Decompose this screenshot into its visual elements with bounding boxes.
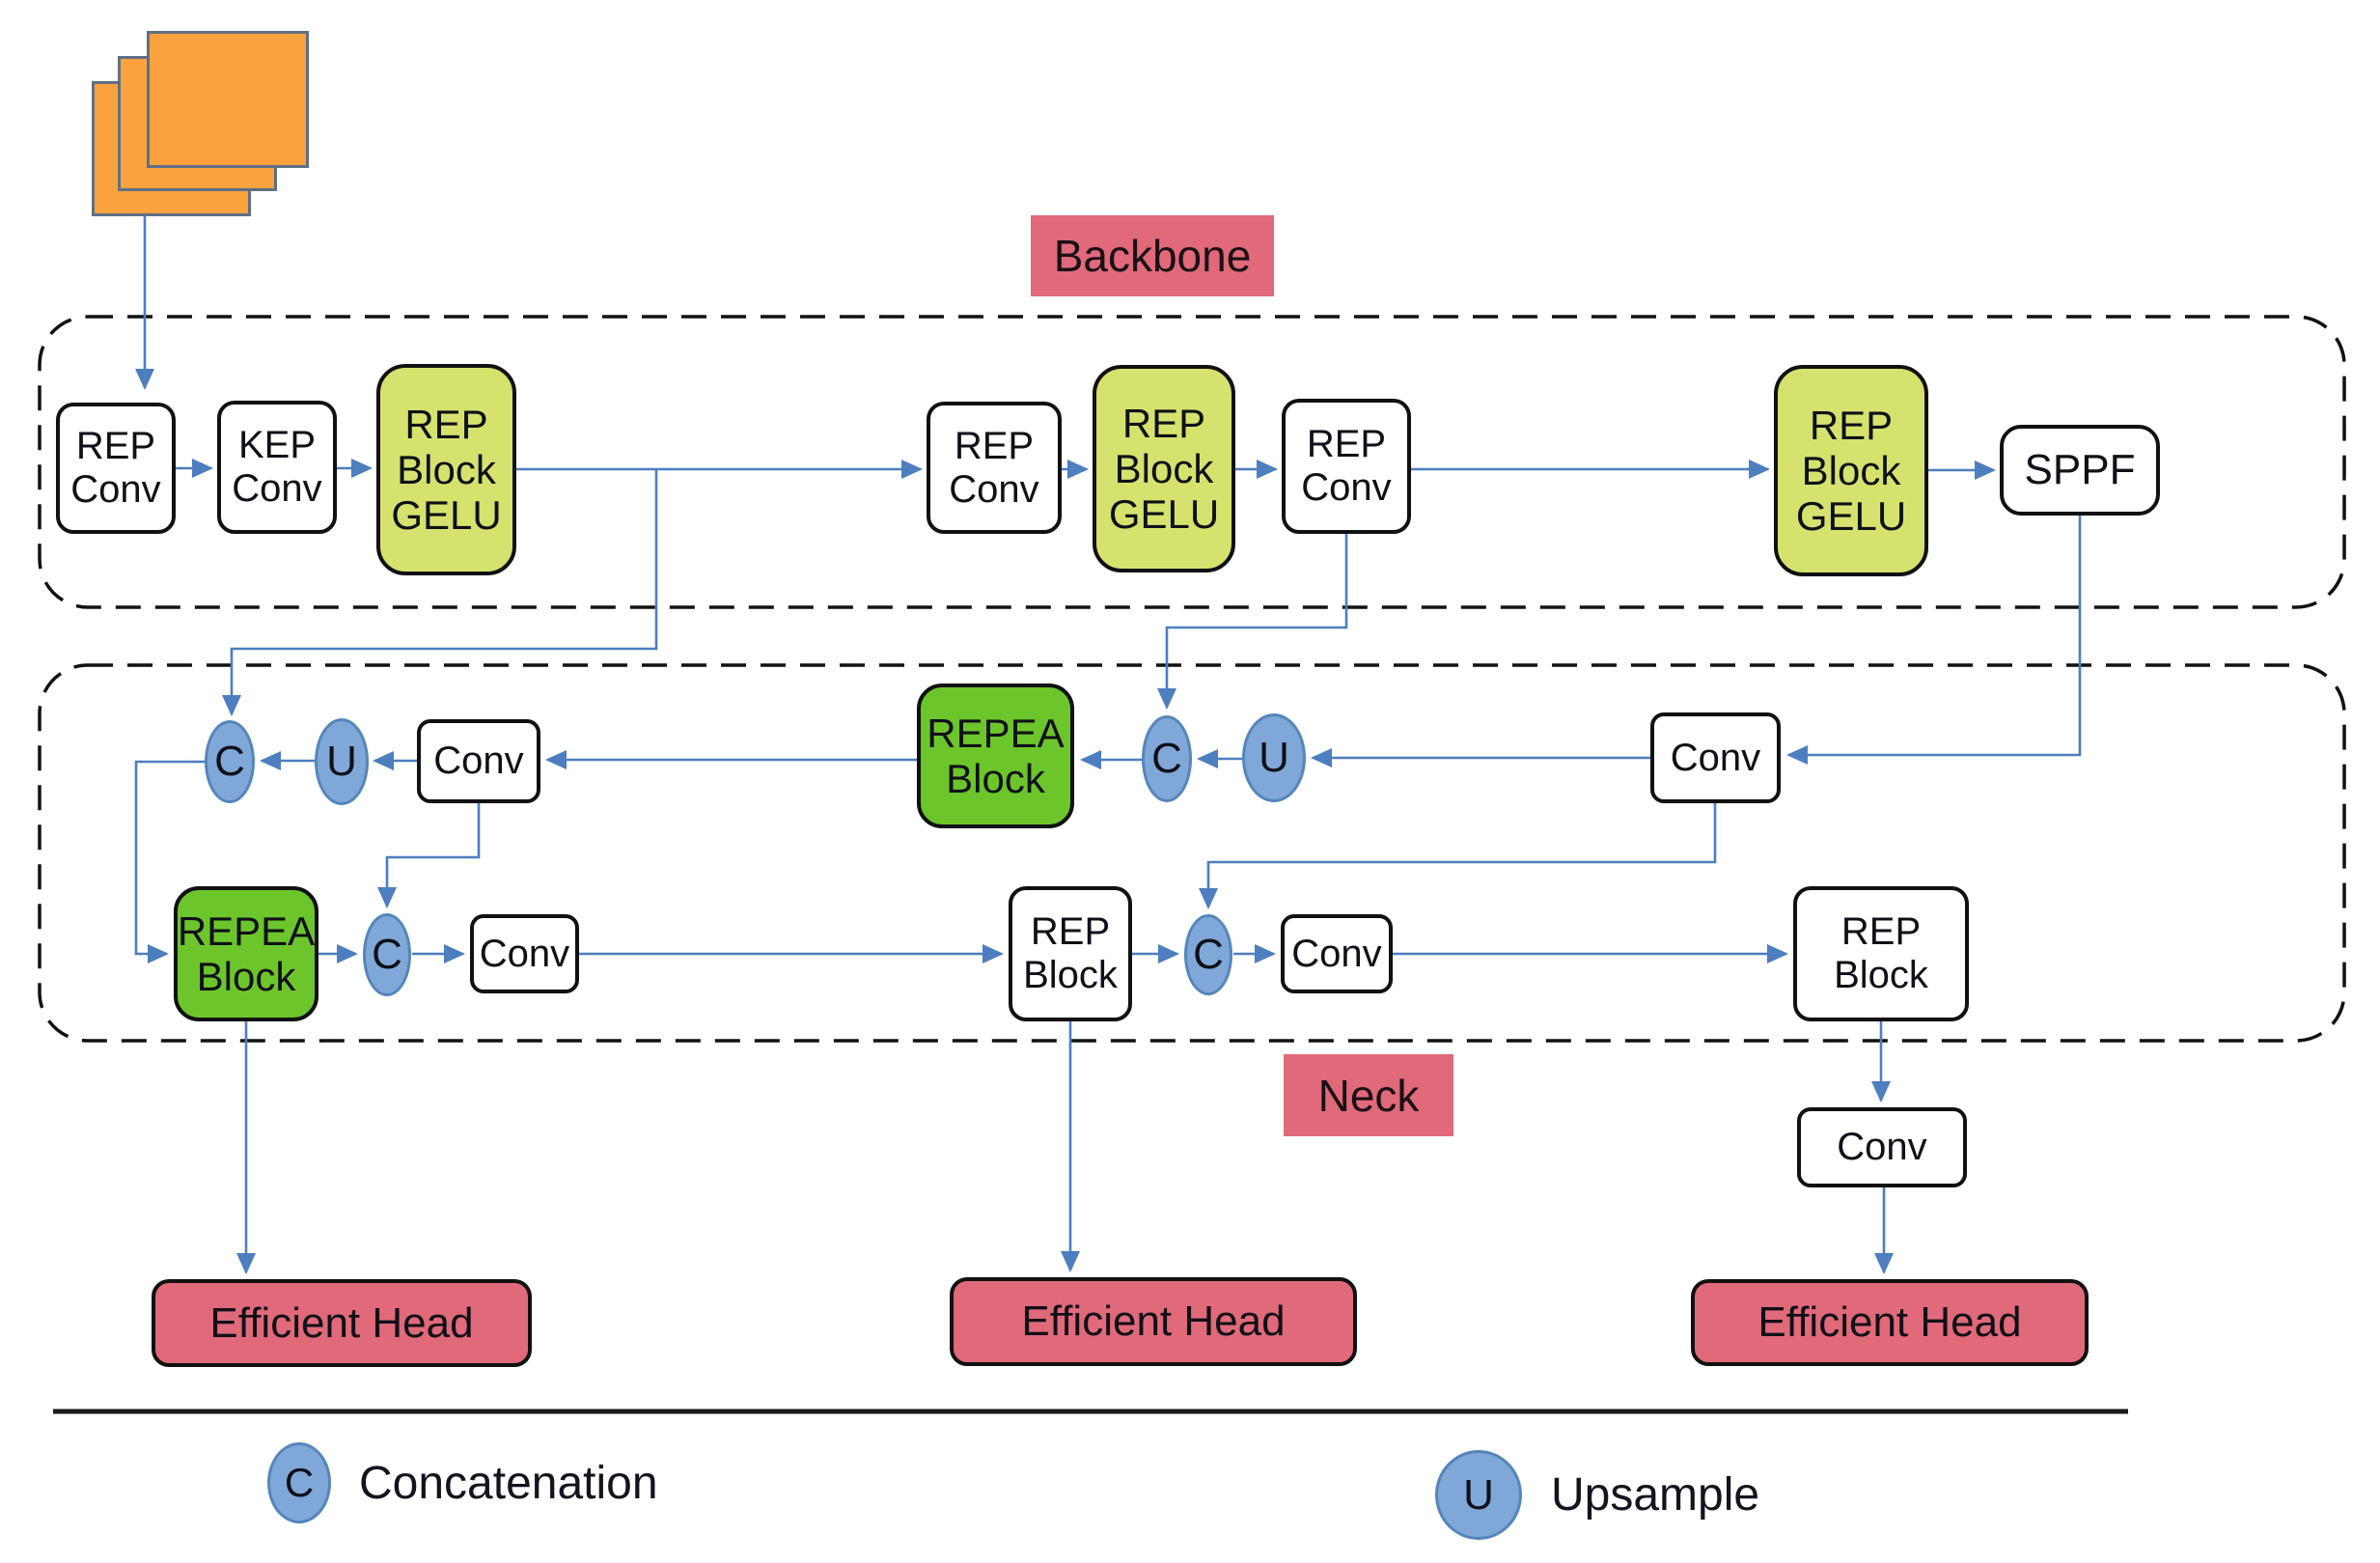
input-image-layer-front: [147, 31, 309, 168]
node-rep-conv-2: REP Conv: [927, 402, 1062, 534]
efficient-head-p5: Efficient Head: [1691, 1279, 2089, 1366]
node-rep-block-2: REP Block: [1793, 886, 1969, 1021]
legend-upsample-icon: U: [1435, 1450, 1522, 1540]
neck-container: [38, 663, 2346, 1043]
backbone-container: [38, 315, 2346, 609]
node-neck-conv-3: Conv: [470, 914, 579, 993]
node-conv-p5: Conv: [1797, 1107, 1967, 1187]
node-neck-conv-4: Conv: [1281, 914, 1393, 993]
concat-symbol-c1: C: [205, 720, 255, 803]
upsample-symbol-u2: U: [1242, 713, 1306, 802]
node-rep-conv-1: REP Conv: [56, 403, 176, 534]
node-repea-block-1: REPEA Block: [917, 684, 1074, 828]
neck-label: Neck: [1284, 1054, 1453, 1136]
concat-symbol-c4: C: [1184, 914, 1232, 995]
legend-concat-icon: C: [267, 1442, 331, 1523]
node-rep-conv-3: REP Conv: [1282, 399, 1411, 534]
node-neck-conv-1: Conv: [417, 719, 540, 803]
efficient-head-p3: Efficient Head: [152, 1279, 532, 1367]
node-rep-block-gelu-1: REP Block GELU: [376, 364, 516, 575]
node-rep-block-gelu-3: REP Block GELU: [1774, 365, 1928, 576]
node-repea-block-2: REPEA Block: [174, 886, 318, 1021]
node-rep-block-gelu-2: REP Block GELU: [1093, 365, 1235, 572]
concat-symbol-c3: C: [363, 913, 411, 996]
efficient-head-p4: Efficient Head: [950, 1277, 1357, 1366]
upsample-symbol-u1: U: [315, 718, 369, 805]
node-rep-block-1: REP Block: [1009, 886, 1132, 1021]
backbone-label: Backbone: [1031, 215, 1274, 296]
legend-concat-label: Concatenation: [359, 1457, 658, 1509]
node-sppf: SPPF: [2000, 425, 2160, 516]
node-kep-conv: KEP Conv: [217, 401, 337, 534]
node-neck-conv-2: Conv: [1650, 712, 1781, 803]
concat-symbol-c2: C: [1142, 715, 1192, 802]
legend-upsample-label: Upsample: [1551, 1469, 1760, 1521]
